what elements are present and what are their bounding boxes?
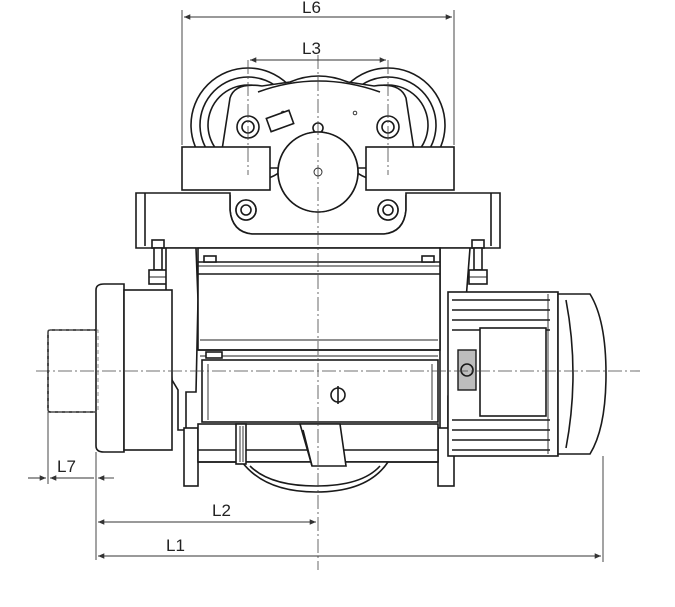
hook-block xyxy=(235,423,390,493)
dimension-L3: L3 xyxy=(250,39,386,63)
hanger-bolts xyxy=(148,239,488,285)
dimension-L6: L6 xyxy=(181,0,455,145)
hidden-lines xyxy=(47,329,99,413)
dimension-label-L1: L1 xyxy=(166,536,185,555)
dimension-label-L7: L7 xyxy=(57,457,76,476)
dimension-label-L6: L6 xyxy=(302,0,321,17)
drum-housing xyxy=(197,247,441,359)
dimension-L7: L7 xyxy=(28,412,114,484)
center-lines xyxy=(36,55,640,570)
hoist-motor xyxy=(447,291,607,457)
dimension-label-L3: L3 xyxy=(302,39,321,58)
brake-cap xyxy=(47,283,173,453)
dimension-L2: L2 xyxy=(95,484,316,560)
dimension-L1: L1 xyxy=(98,456,604,562)
dimension-label-L2: L2 xyxy=(212,501,231,520)
motor-fins xyxy=(452,299,550,451)
frame-plate xyxy=(135,192,501,249)
trolley-side-blocks xyxy=(181,146,455,191)
